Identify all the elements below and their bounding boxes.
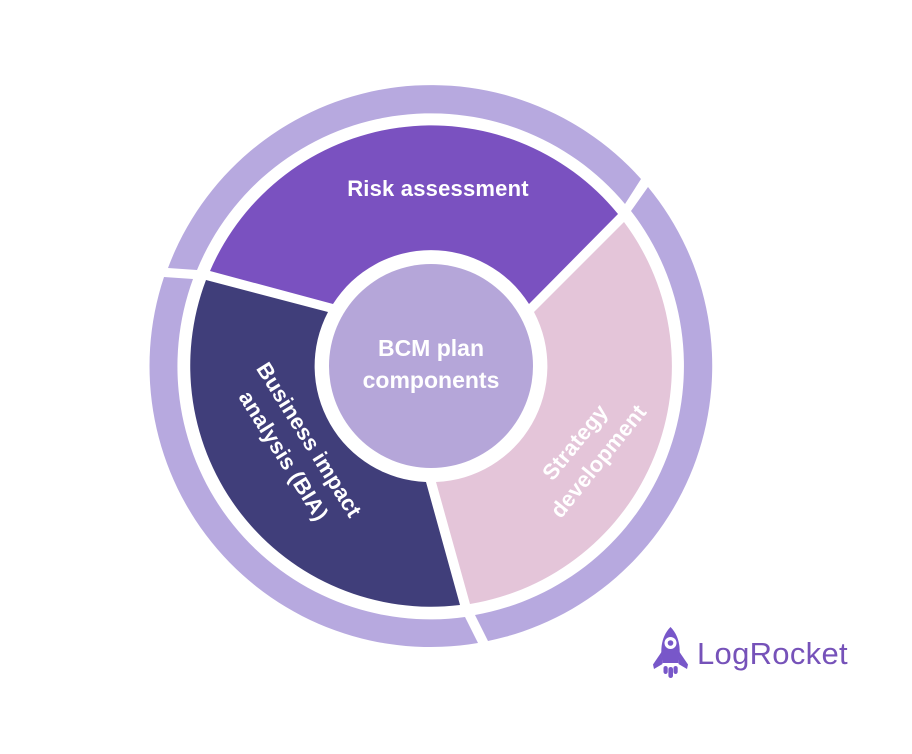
segment-business-impact-analysis [190,280,461,607]
risk-assessment-label: Risk assessment [347,176,529,201]
rocket-icon [653,627,688,678]
outer-ring-arc-right [475,187,713,641]
center-label-line1: BCM plan [377,335,485,361]
center-label-line2: components [362,367,500,393]
outer-ring-arc-top [168,85,641,270]
center-label: BCM plan components [363,332,500,396]
logrocket-wordmark: LogRocket [697,636,848,671]
center-circle [329,264,533,468]
outer-ring-arc-bottom-left [149,277,478,648]
segment-risk-assessment [210,125,618,304]
logrocket-logo: LogRocket [650,624,848,684]
segment-strategy-development [436,222,672,604]
